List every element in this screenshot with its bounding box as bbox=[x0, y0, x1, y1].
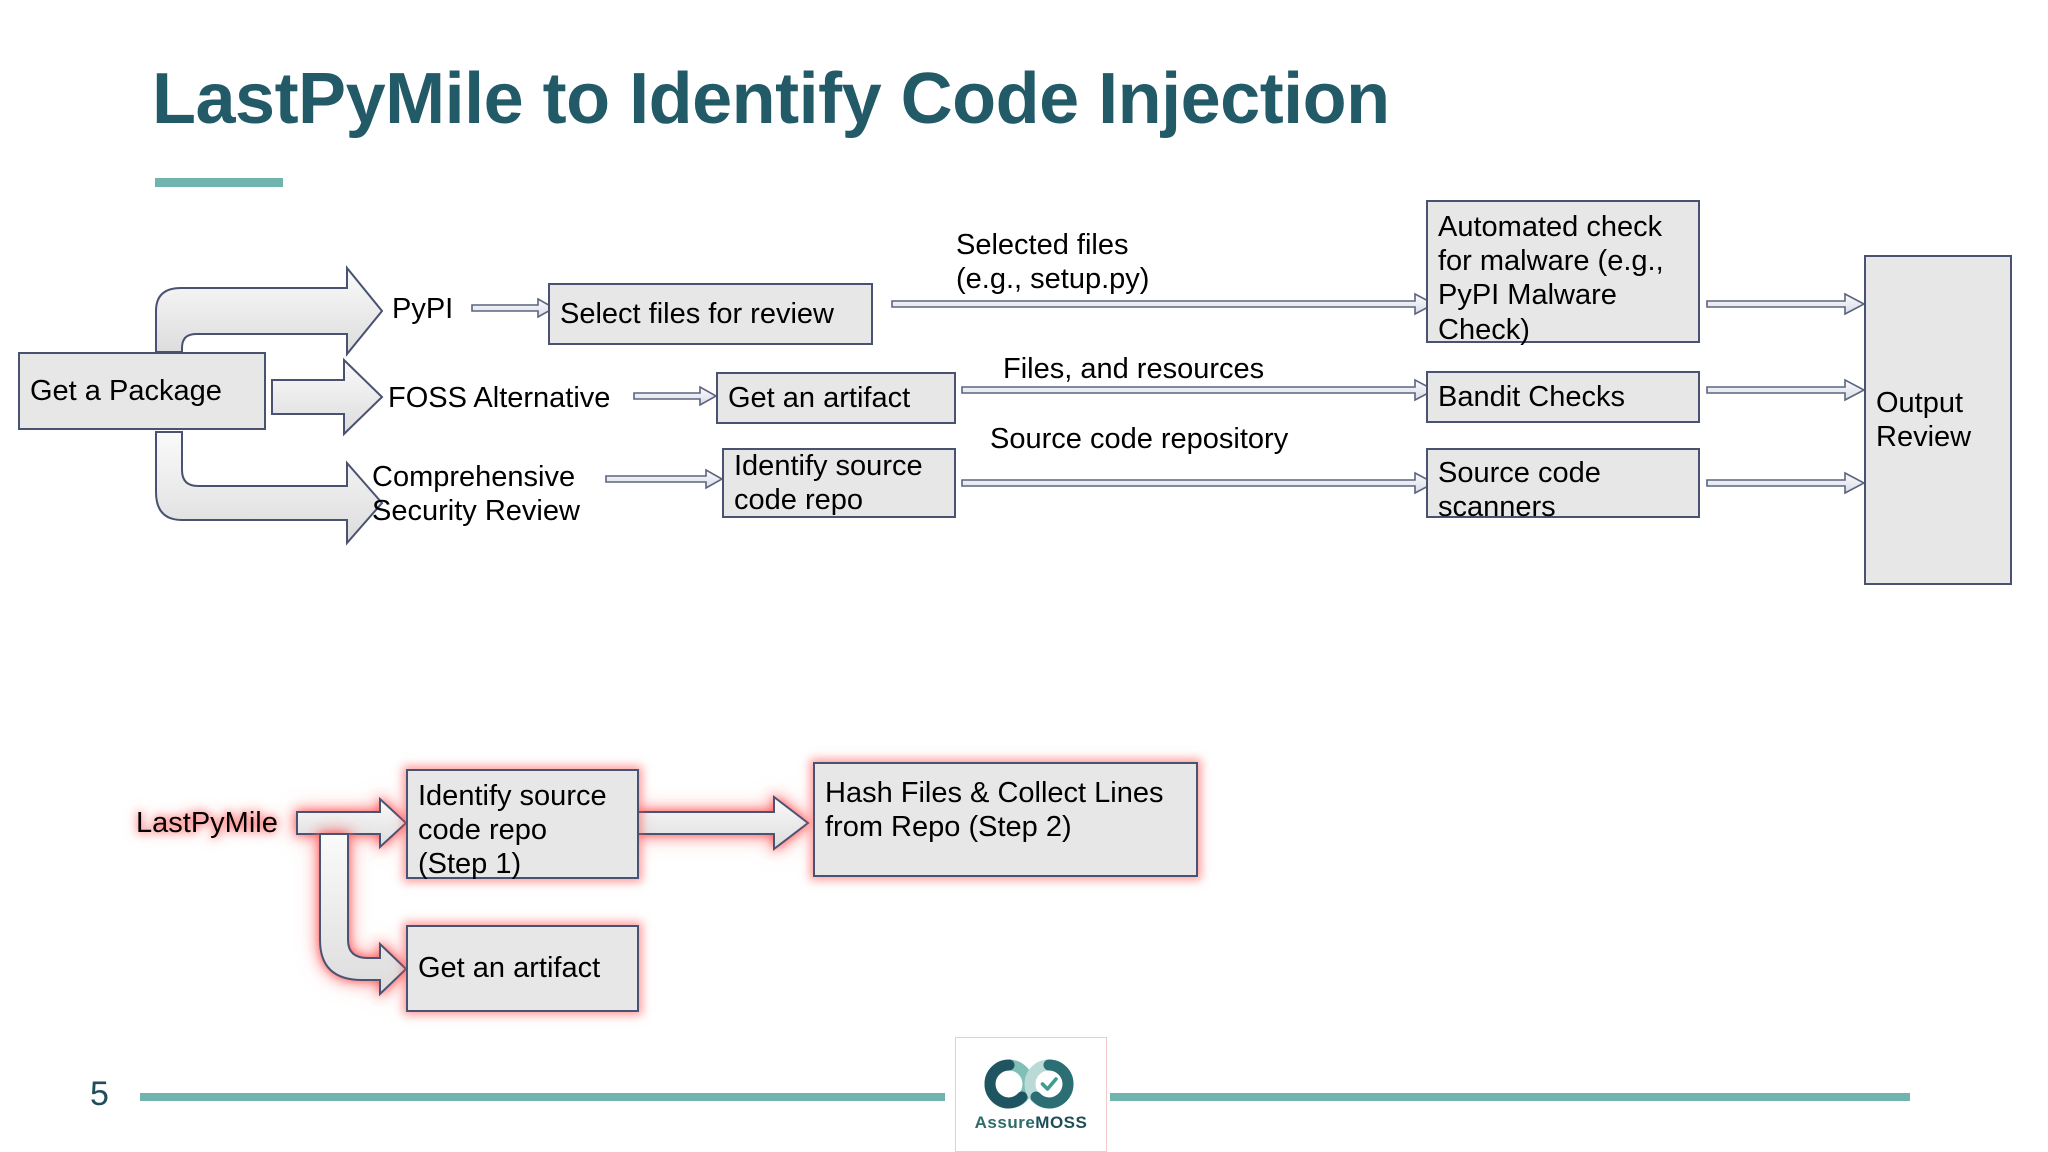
box-get-an-artifact-label: Get an artifact bbox=[728, 381, 911, 414]
box-bandit-checks-label: Bandit Checks bbox=[1438, 380, 1625, 413]
arrow-foss-to-artifact bbox=[633, 385, 718, 407]
assuremoss-logo: AssureMOSS bbox=[955, 1037, 1107, 1152]
box-select-files-label: Select files for review bbox=[560, 297, 834, 330]
box-automated-malware-check-label: Automated check for malware (e.g., PyPI … bbox=[1438, 211, 1664, 346]
edge-label-selected-files: Selected files (e.g., setup.py) bbox=[956, 229, 1150, 296]
box-get-a-package[interactable]: Get a Package bbox=[18, 352, 266, 430]
arrow-bandit-to-output bbox=[1706, 378, 1866, 402]
box-step1-label: Identify source code repo (Step 1) bbox=[418, 780, 607, 881]
box-identify-source-code-repo-label: Identify source code repo bbox=[734, 449, 923, 516]
box-source-code-scanners-label: Source code scanners bbox=[1438, 457, 1601, 524]
box-get-a-package-label: Get a Package bbox=[30, 374, 222, 407]
logo-word-assure: Assure bbox=[974, 1112, 1036, 1132]
infinity-check-icon bbox=[984, 1059, 1074, 1109]
arrow-lastpymile-to-artifact bbox=[319, 833, 408, 997]
arrow-package-to-comprehensive bbox=[155, 431, 384, 546]
arrow-malware-check-to-output bbox=[1706, 292, 1866, 316]
footer-rule-left bbox=[140, 1093, 945, 1101]
title-accent-bar bbox=[155, 178, 283, 187]
box-identify-source-code-repo[interactable]: Identify source code repo bbox=[722, 448, 956, 518]
box-source-code-scanners[interactable]: Source code scanners bbox=[1426, 448, 1700, 523]
box-identify-source-code-repo-step1[interactable]: Identify source code repo (Step 1) bbox=[406, 769, 639, 881]
arrow-scanners-to-output bbox=[1706, 471, 1866, 495]
box-hash-files-step2[interactable]: Hash Files & Collect Lines from Repo (St… bbox=[813, 762, 1198, 877]
edge-label-source-code-repository: Source code repository bbox=[990, 423, 1289, 455]
arrow-package-to-pypi bbox=[155, 265, 384, 357]
arrow-lastpymile-to-step1 bbox=[296, 796, 408, 850]
label-pypi: PyPI bbox=[392, 293, 454, 325]
footer-rule-right bbox=[1110, 1093, 1910, 1101]
arrow-comprehensive-to-identify-repo bbox=[605, 468, 724, 490]
box-get-an-artifact-bottom-label: Get an artifact bbox=[418, 952, 601, 985]
box-automated-malware-check[interactable]: Automated check for malware (e.g., PyPI … bbox=[1426, 200, 1700, 346]
arrow-selected-files bbox=[891, 292, 1436, 316]
logo-word-moss: MOSS bbox=[1035, 1112, 1088, 1132]
label-comprehensive-security-review: Comprehensive Security Review bbox=[372, 461, 580, 528]
arrow-step1-to-step2 bbox=[637, 794, 810, 852]
label-lastpymile-entry: LastPyMile bbox=[136, 807, 278, 839]
assuremoss-wordmark: AssureMOSS bbox=[975, 1113, 1088, 1133]
page-number: 5 bbox=[90, 1075, 109, 1113]
box-step2-label: Hash Files & Collect Lines from Repo (St… bbox=[825, 777, 1164, 844]
arrow-pypi-to-select-files bbox=[471, 297, 556, 319]
box-get-an-artifact-bottom[interactable]: Get an artifact bbox=[406, 925, 639, 1012]
box-output-review-label: Output Review bbox=[1876, 386, 1972, 453]
box-select-files-for-review[interactable]: Select files for review bbox=[548, 283, 873, 345]
box-output-review[interactable]: Output Review bbox=[1864, 255, 2012, 585]
label-foss-alternative: FOSS Alternative bbox=[388, 382, 611, 414]
box-get-an-artifact[interactable]: Get an artifact bbox=[716, 372, 956, 424]
arrow-package-to-foss bbox=[271, 357, 384, 437]
box-bandit-checks[interactable]: Bandit Checks bbox=[1426, 371, 1700, 423]
page-title: LastPyMile to Identify Code Injection bbox=[152, 59, 1390, 139]
arrow-source-code-repository bbox=[961, 471, 1436, 495]
edge-label-files-and-resources: Files, and resources bbox=[1003, 353, 1265, 385]
